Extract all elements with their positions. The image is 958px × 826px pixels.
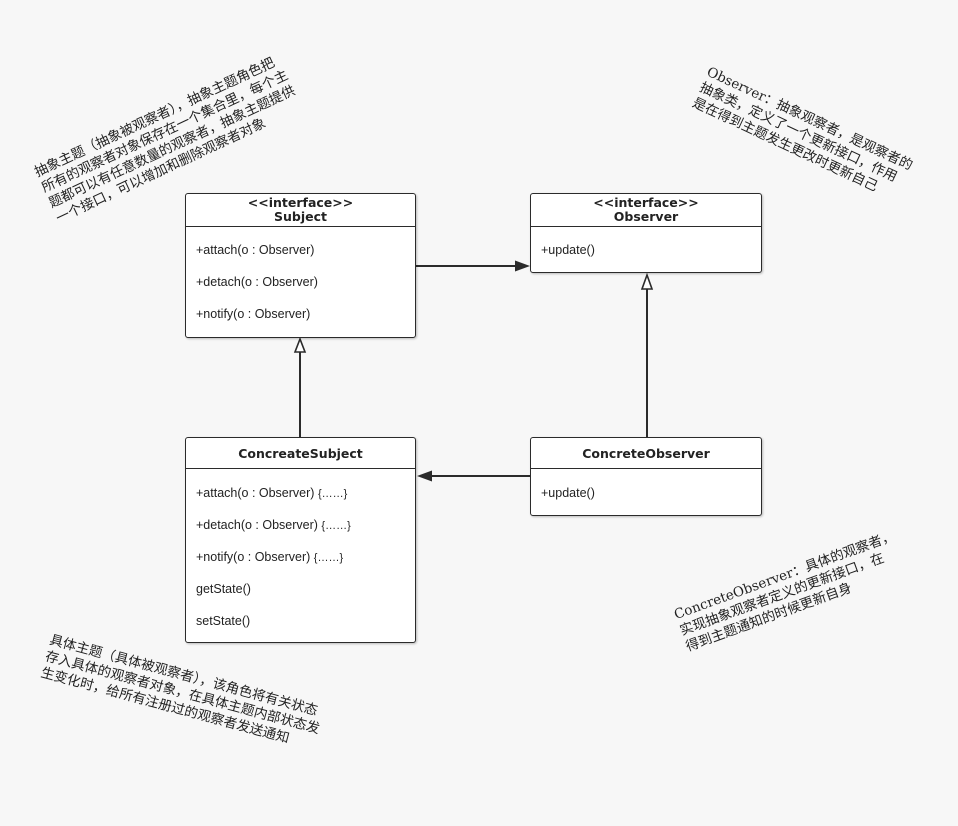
subject-op-attach: +attach(o : Observer): [196, 243, 315, 257]
op-text: +notify(o : Observer): [196, 550, 311, 564]
hollow-triangle-observer: [640, 272, 654, 290]
subject-op-notify: +notify(o : Observer): [196, 307, 311, 321]
concrete-subject-op-notify: +notify(o : Observer) {……}: [196, 550, 343, 564]
subject-name: Subject: [274, 209, 327, 224]
observer-name: Observer: [613, 209, 679, 224]
observer-class[interactable]: <<interface>> Observer +update(): [530, 193, 762, 273]
concrete-observer-op-update: +update(): [541, 486, 595, 500]
hollow-triangle-subject: [293, 336, 307, 353]
op-impl: {……}: [317, 488, 348, 500]
observer-header: <<interface>> Observer: [531, 194, 761, 227]
concrete-observer-class[interactable]: ConcreteObserver +update(): [530, 437, 762, 516]
arrowhead-concrete-subject: [417, 470, 432, 482]
concrete-subject-op-detach: +detach(o : Observer) {……}: [196, 518, 351, 532]
op-text: +attach(o : Observer): [196, 486, 315, 500]
op-impl: {……}: [313, 552, 344, 564]
subject-class[interactable]: <<interface>> Subject +attach(o : Observ…: [185, 193, 416, 338]
subject-stereotype: <<interface>>: [247, 195, 354, 210]
concrete-subject-header: ConcreateSubject: [186, 438, 415, 469]
concrete-observer-header: ConcreteObserver: [531, 438, 761, 469]
observer-op-update: +update(): [541, 243, 595, 257]
concrete-observer-name: ConcreteObserver: [582, 446, 710, 461]
subject-op-detach: +detach(o : Observer): [196, 275, 318, 289]
subject-header: <<interface>> Subject: [186, 194, 415, 227]
op-text: +detach(o : Observer): [196, 518, 318, 532]
concrete-subject-name: ConcreateSubject: [238, 446, 363, 461]
concrete-subject-op-setstate: setState(): [196, 614, 251, 628]
concrete-subject-class[interactable]: ConcreateSubject +attach(o : Observer) {…: [185, 437, 416, 643]
observer-stereotype: <<interface>>: [593, 195, 699, 210]
concrete-subject-op-attach: +attach(o : Observer) {……}: [196, 486, 347, 500]
concrete-subject-op-getstate: getState(): [196, 582, 251, 596]
op-impl: {……}: [321, 520, 351, 532]
arrowhead-observer: [515, 260, 530, 272]
